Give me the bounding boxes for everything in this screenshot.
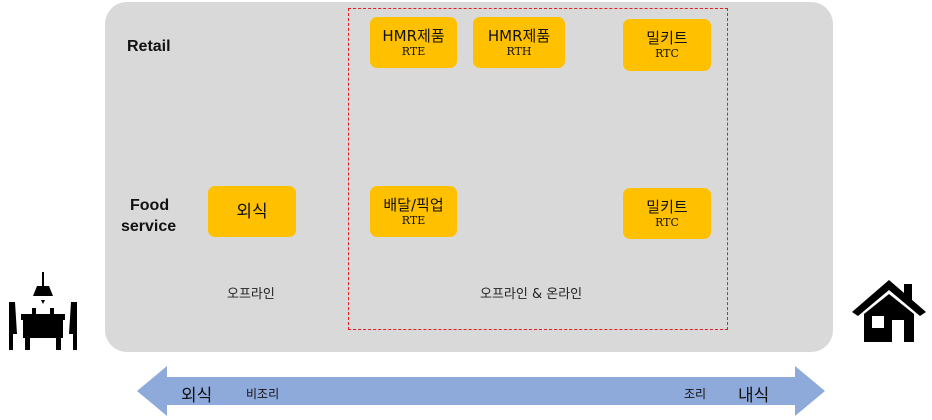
box-sub-label: RTE: [401, 44, 426, 58]
food-service-label-line2: service: [121, 218, 177, 235]
mealkit-food-box: 밀키트 RTC: [623, 188, 711, 239]
box-main-label: 밀키트: [646, 197, 688, 216]
axis-left-main: 외식: [181, 386, 213, 406]
dining-table-icon: [9, 272, 77, 350]
food-service-label-line1: Food: [130, 197, 170, 214]
axis-right-sub: 조리: [684, 387, 707, 401]
offline-online-region: [348, 8, 728, 330]
box-main-label: 밀키트: [646, 29, 688, 47]
main-panel: [105, 2, 833, 352]
box-sub-label: RTE: [401, 213, 426, 227]
axis-left-sub: 비조리: [246, 387, 280, 401]
axis-right-main: 내식: [738, 386, 770, 406]
box-sub-label: RTC: [655, 47, 679, 60]
delivery-pickup-box: 배달/픽업 RTE: [370, 186, 457, 237]
box-main-label: 배달/픽업: [383, 195, 444, 214]
house-icon: [852, 280, 926, 342]
box-main-label: HMR제품: [487, 26, 551, 45]
dining-out-box: 외식: [208, 186, 296, 237]
offline-online-caption: 오프라인 & 온라인: [480, 287, 583, 302]
offline-caption: 오프라인: [227, 287, 275, 302]
hmr-rth-box: HMR제품 RTH: [473, 17, 565, 68]
mealkit-retail-box: 밀키트 RTC: [623, 19, 711, 71]
hmr-rte-box: HMR제품 RTE: [370, 17, 457, 68]
retail-label: Retail: [127, 38, 171, 55]
box-main-label: HMR제품: [382, 26, 445, 45]
box-main-label: 외식: [236, 201, 268, 222]
box-sub-label: RTC: [655, 215, 679, 229]
box-sub-label: RTH: [506, 44, 532, 58]
double-arrow: [137, 366, 825, 416]
